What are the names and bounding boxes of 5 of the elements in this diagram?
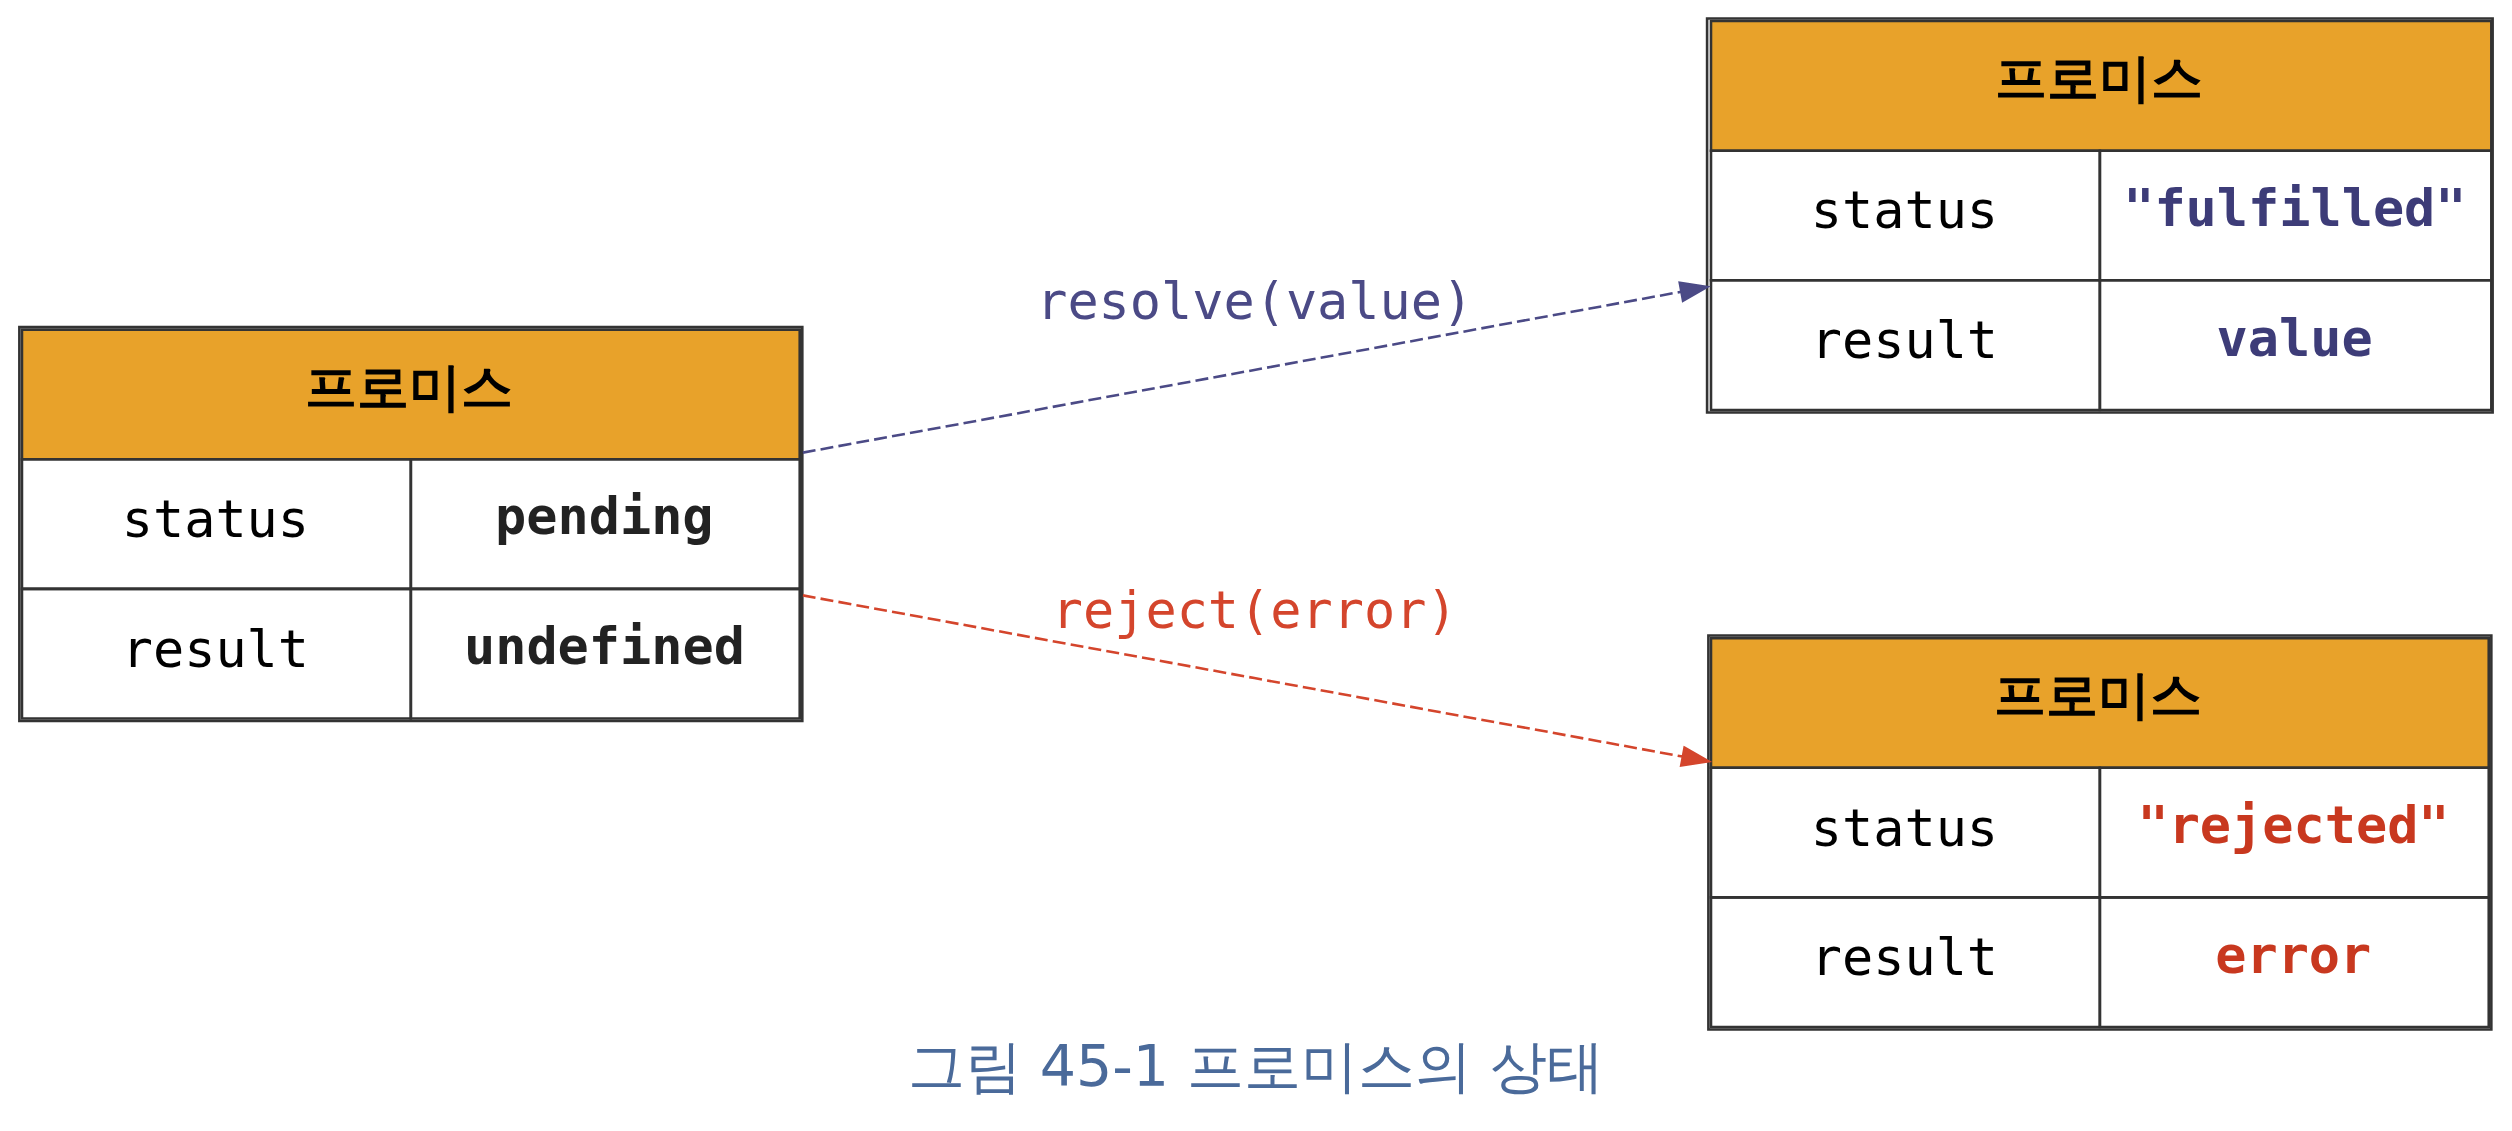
edge-label: reject(error): [1051, 579, 1458, 640]
edge-label: resolve(value): [1036, 271, 1474, 332]
caption: 그림 45-1 프로미스의 상태: [907, 1032, 1605, 1099]
arrow: [802, 594, 1713, 768]
arrow: [802, 281, 1711, 454]
